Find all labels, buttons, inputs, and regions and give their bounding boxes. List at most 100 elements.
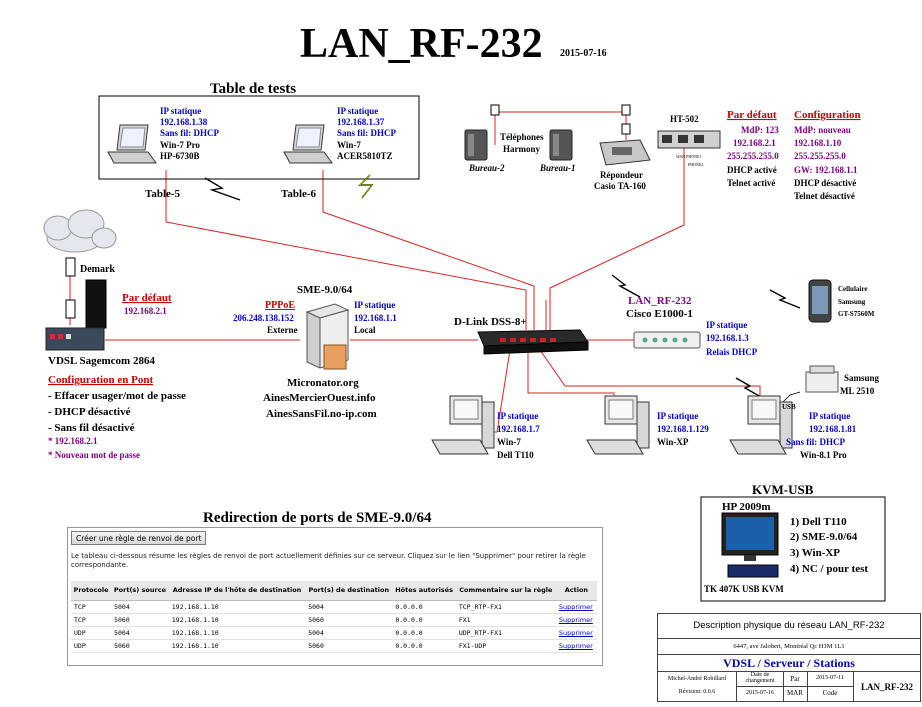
- ht502-default-2: 255.255.255.0: [727, 151, 779, 161]
- answering-label-1: Répondeur: [600, 170, 643, 180]
- bureau2-label: Bureau-2: [468, 163, 505, 173]
- cell-protocol: TCP: [71, 600, 112, 614]
- pc81-os: Win-8.1 Pro: [800, 450, 847, 460]
- table6-model: ACER5810TZ: [337, 151, 393, 161]
- create-rule-button[interactable]: Créer une règle de renvoi de port: [71, 531, 207, 545]
- ht502-config-3: GW: 192.168.1.1: [794, 165, 858, 175]
- answering-label-2: Casio TA-160: [594, 181, 646, 191]
- dell-os: Win-7: [497, 437, 521, 447]
- table-row: TCP 5004 192.168.1.10 5004 0.0.0.0 TCP_R…: [71, 600, 597, 614]
- title-block-revision: Révision: 0.0.6: [678, 689, 716, 695]
- printer-icon: [805, 365, 839, 393]
- ht502-config-1: 192.168.1.10: [794, 138, 842, 148]
- wireless-bolt-icon: [359, 174, 373, 199]
- router-label: LAN_RF-232: [628, 295, 692, 307]
- page-title: LAN_RF-232: [300, 21, 543, 67]
- port-forward-table: Protocole Port(s) source Adresse IP de l…: [71, 581, 597, 653]
- demark-label: Demark: [80, 264, 115, 275]
- ht502-config-5: Telnet désactivé: [794, 191, 855, 201]
- title-block: Description physique du réseau LAN_RF-23…: [657, 613, 921, 702]
- modem-config-title: Configuration en Pont: [48, 374, 153, 386]
- laptop-icon: [283, 124, 333, 164]
- table-row: TCP 5060 192.168.1.10 5060 0.0.0.0 FX1 S…: [71, 613, 597, 627]
- title-block-address: 6447, ave Jalobert, Montréal Qc H1M 1L1: [658, 639, 920, 655]
- svg-text:PHONE2: PHONE2: [688, 162, 703, 167]
- server-icon: [305, 303, 350, 370]
- ht502-config-title: Configuration: [794, 109, 861, 121]
- ata-device-icon: WAN PHONE1 PHONE2: [657, 130, 721, 167]
- col-protocol: Protocole: [71, 581, 112, 601]
- col-source-port: Port(s) source: [111, 581, 169, 601]
- title-block-by: MAR: [787, 689, 803, 697]
- cell-action: Supprimer: [555, 600, 597, 614]
- kvm-switch-icon: [727, 564, 779, 578]
- router-ip: 192.168.1.3: [706, 333, 749, 343]
- server-pppoe-title: PPPoE: [265, 300, 295, 311]
- dell-ip: 192.168.1.7: [497, 424, 540, 434]
- table6-os: Win-7: [337, 140, 361, 150]
- phones-label-2: Harmony: [503, 144, 540, 154]
- kvm-item-3: 4) NC / pour test: [790, 563, 868, 575]
- server-local-ip: 192.168.1.1: [354, 313, 397, 323]
- title-block-author: Michel-André Robillard: [667, 676, 727, 682]
- modem-default-ip: 192.168.2.1: [124, 306, 167, 316]
- delete-link[interactable]: Supprimer: [558, 629, 593, 637]
- server-domain-0: Micronator.org: [287, 377, 359, 389]
- server-domain-1: AinesMercierOuest.info: [263, 392, 376, 404]
- cell-label-1: Cellulaire: [838, 285, 867, 293]
- delete-link[interactable]: Supprimer: [558, 642, 593, 650]
- table-header-row: Protocole Port(s) source Adresse IP de l…: [71, 581, 597, 601]
- server-external: Externe: [267, 325, 298, 335]
- table-row: UDP 5004 192.168.1.10 5004 0.0.0.0 UDP_R…: [71, 626, 597, 640]
- modem-label: VDSL Sagemcom 2864: [48, 355, 155, 367]
- printer-label-1: Samsung: [844, 373, 880, 383]
- test-table-label: Table de tests: [210, 81, 296, 97]
- link-table5-switch: [165, 170, 527, 330]
- table6-ip-title: IP statique: [337, 106, 378, 116]
- title-block-change-date-label: Date de changement: [745, 672, 775, 684]
- wall-jack-icon: [65, 299, 76, 319]
- table6-label: Table-6: [281, 188, 317, 200]
- desk-phone-icon: [464, 129, 488, 161]
- cell-dest-ip: 192.168.1.10: [168, 613, 306, 627]
- cell-dest-port: 5060: [305, 639, 393, 653]
- server-domain-2: AinesSansFil.no-ip.com: [266, 408, 377, 420]
- cell-comment: FX1: [455, 613, 556, 627]
- xp-ip-title: IP statique: [657, 411, 698, 421]
- title-block-code: LAN_RF-232: [861, 682, 913, 692]
- title-block-subtitle: VDSL / Serveur / Stations: [658, 655, 920, 672]
- cell-dest-ip: 192.168.1.10: [168, 600, 306, 614]
- answering-machine-icon: [599, 139, 651, 166]
- wireless-bolt-icon: [611, 274, 641, 298]
- server-local: Local: [354, 325, 376, 335]
- col-action: Action: [555, 581, 597, 601]
- ht502-defaults-title: Par défaut: [727, 109, 777, 121]
- server-label: SME-9.0/64: [297, 284, 353, 296]
- wireless-bolt-icon: [735, 377, 764, 399]
- kvm-item-1: 2) SME-9.0/64: [790, 531, 858, 543]
- table5-ip: 192.168.1.38: [160, 117, 208, 127]
- link-switch-81: [539, 349, 761, 405]
- port-forward-title: Redirection de ports de SME-9.0/64: [203, 510, 432, 526]
- delete-link[interactable]: Supprimer: [558, 603, 593, 611]
- modem-config-2: - Sans fil désactivé: [48, 422, 135, 434]
- table5-ip-title: IP statique: [160, 106, 201, 116]
- router-icon: [633, 331, 701, 349]
- phone-jack-icon: [490, 104, 500, 116]
- bureau1-label: Bureau-1: [539, 163, 576, 173]
- title-block-description: Description physique du réseau LAN_RF-23…: [658, 614, 920, 639]
- link-switch-xp: [527, 350, 615, 405]
- cell-allowed-hosts: 0.0.0.0: [392, 639, 456, 653]
- link-ht502-switch: [549, 145, 685, 330]
- pc81-wifi: Sans fil: DHCP: [786, 437, 846, 447]
- desktop-pc-icon: [431, 395, 495, 455]
- svg-text:WAN PHONE1: WAN PHONE1: [676, 154, 701, 159]
- phones-label-1: Téléphones: [500, 132, 544, 142]
- ht502-label: HT-502: [670, 114, 699, 124]
- router-relay: Relais DHCP: [706, 347, 758, 357]
- printer-label-2: ML 2510: [840, 386, 875, 396]
- switch-label: D-Link DSS-8+: [454, 316, 527, 328]
- delete-link[interactable]: Supprimer: [558, 616, 593, 624]
- table-row: UDP 5060 192.168.1.10 5060 0.0.0.0 FX1-U…: [71, 639, 597, 653]
